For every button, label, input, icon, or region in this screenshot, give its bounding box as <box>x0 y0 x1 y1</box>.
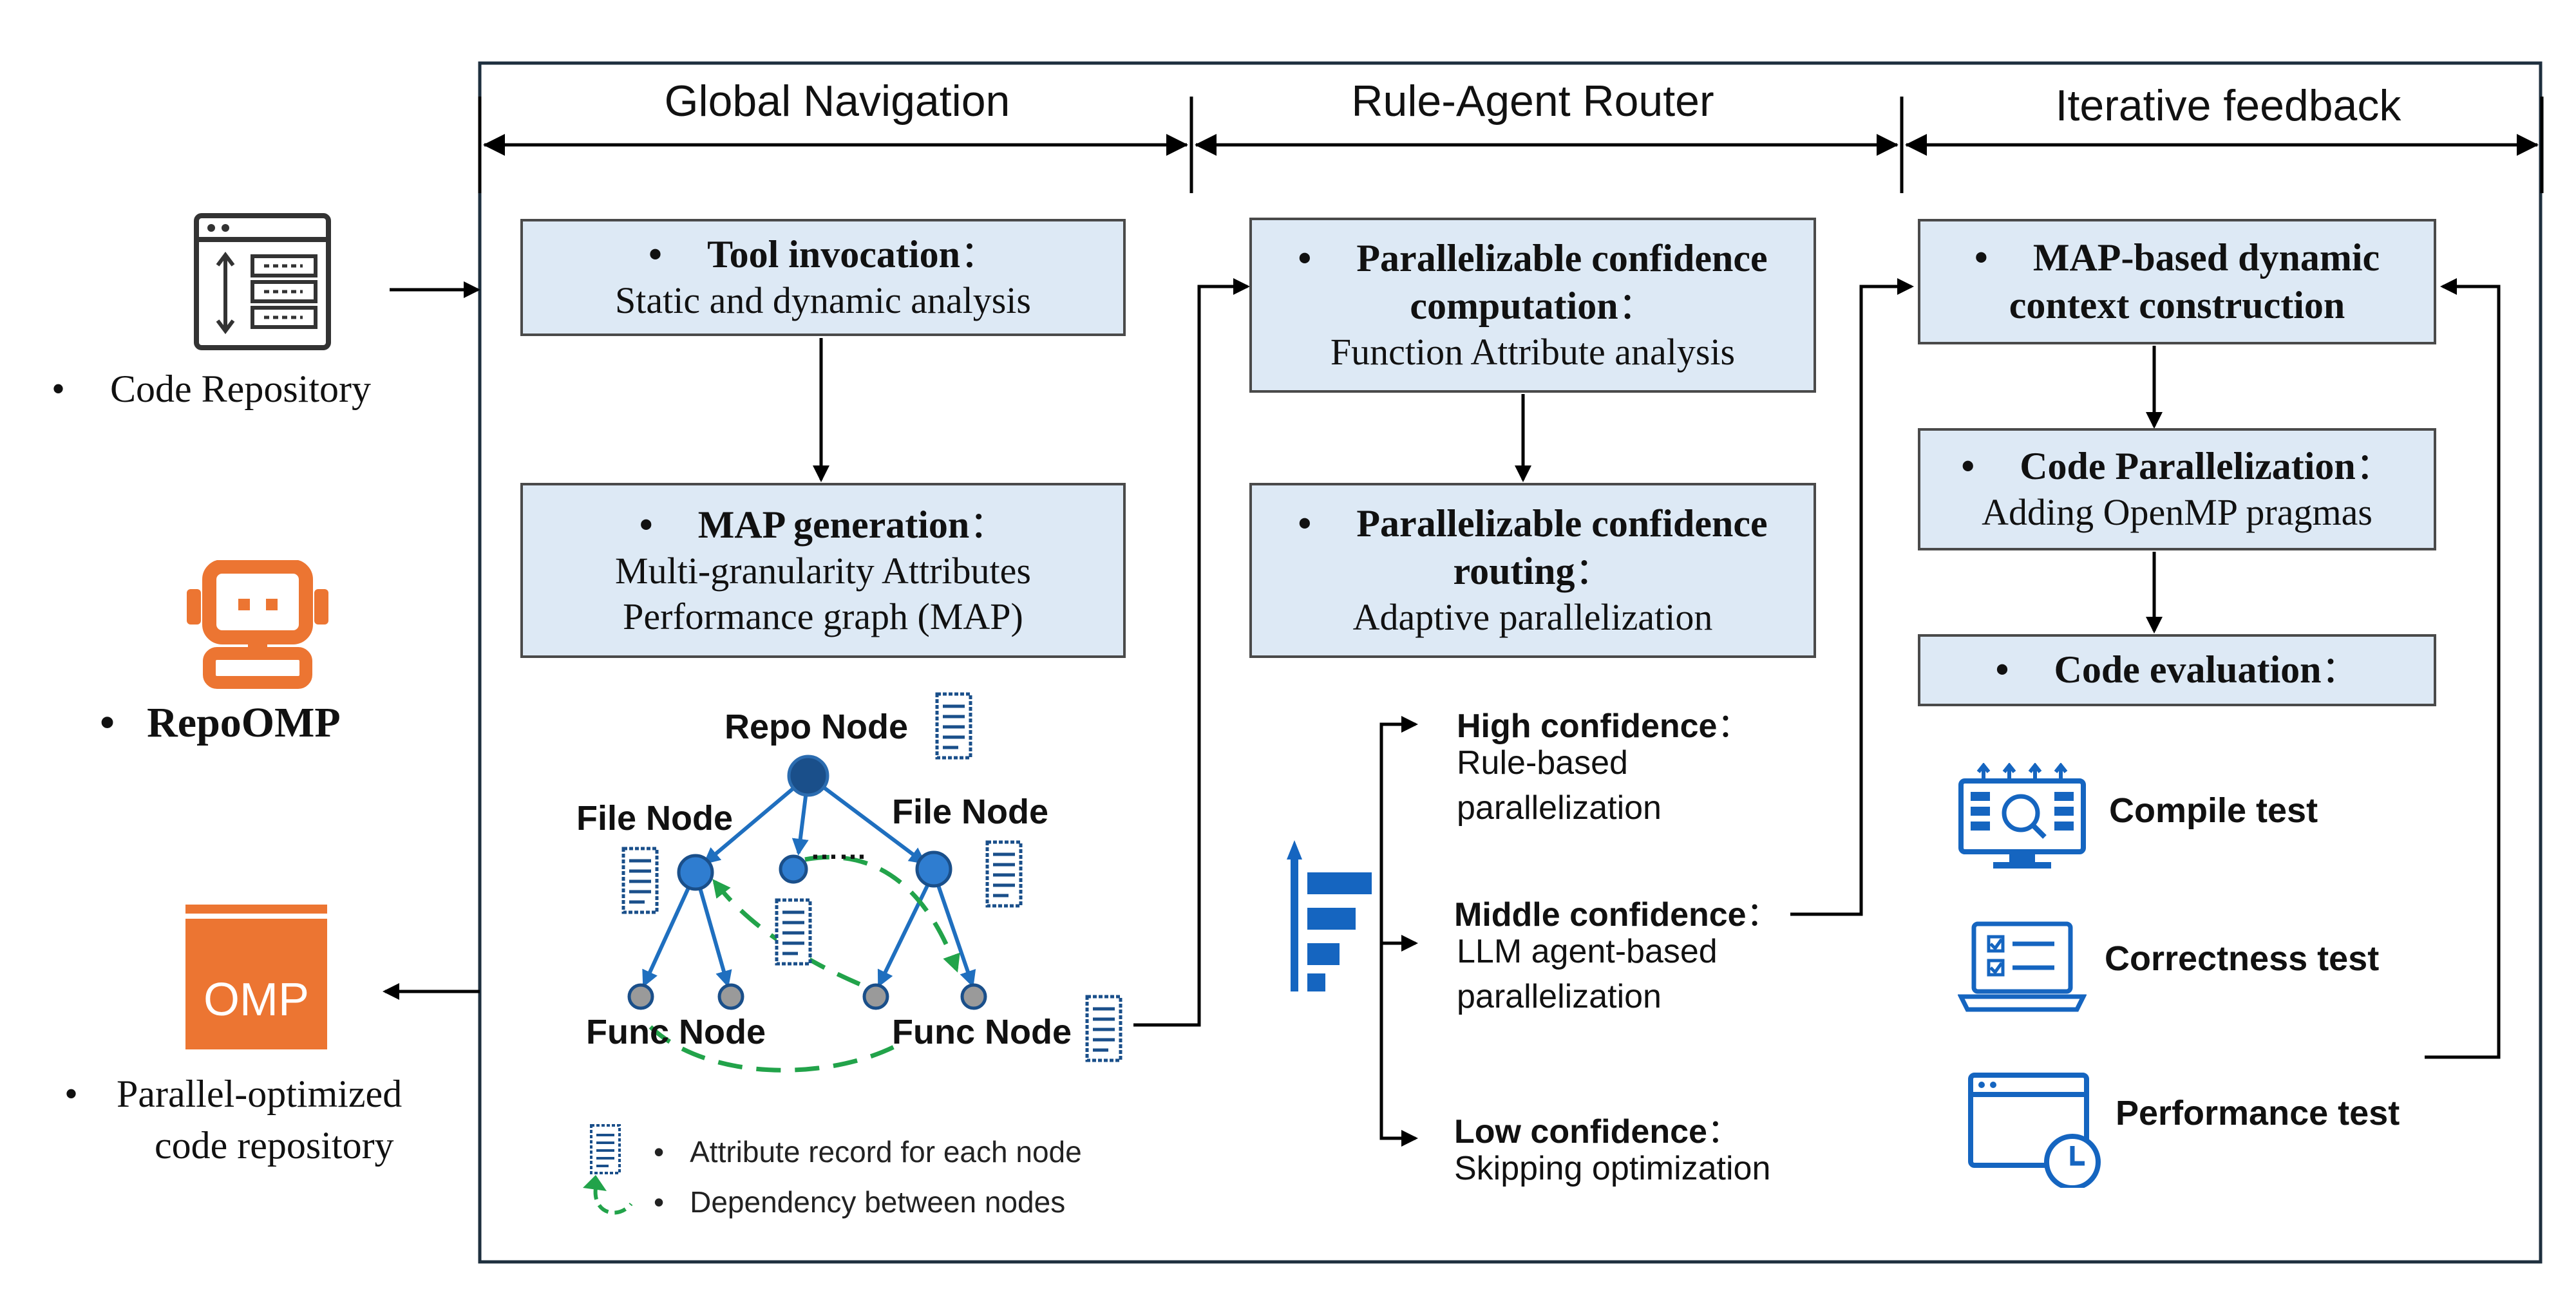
omp-logo: OMP <box>185 905 327 1049</box>
priority-filter-icon <box>1287 840 1372 991</box>
func-node-dot-1 <box>627 983 654 1010</box>
repoomp-label: •RepoOMP <box>100 699 341 746</box>
func-node-label-2: Func Node <box>892 1013 1072 1051</box>
middle-confidence-sub-1: LLM agent-based <box>1457 933 1718 970</box>
code-evaluation-box: •Code evaluation： <box>1918 634 2436 706</box>
file-node-dot-1 <box>677 854 714 891</box>
code-repository-label: •Code Repository <box>52 368 371 410</box>
low-confidence-sub: Skipping optimization <box>1454 1150 1771 1187</box>
file-node-dot-3 <box>915 850 952 888</box>
main-frame <box>478 61 2543 1264</box>
confidence-computation-box: •Parallelizable confidence computation： … <box>1249 218 1816 393</box>
section-title-iterative-feedback: Iterative feedback <box>2055 81 2401 130</box>
low-confidence-title: Low confidence： <box>1454 1113 1741 1150</box>
legend-attribute-record: •Attribute record for each node <box>654 1135 1082 1169</box>
func-node-label-1: Func Node <box>586 1013 766 1051</box>
high-confidence-sub-2: parallelization <box>1457 789 1662 827</box>
performance-test-label: Performance test <box>2116 1094 2400 1132</box>
attribute-record-icon <box>985 840 1023 908</box>
file-node-label-1: File Node <box>576 799 734 838</box>
func-node-dot-4 <box>960 983 987 1010</box>
correctness-test-icon <box>1958 921 2087 1012</box>
func-node-dot-2 <box>717 983 744 1010</box>
section-title-rule-agent-router: Rule-Agent Router <box>1351 77 1714 126</box>
code-repository-icon <box>194 213 331 350</box>
confidence-routing-box: •Parallelizable confidence routing： Adap… <box>1249 483 1816 658</box>
map-context-box: •MAP-based dynamic context construction <box>1918 219 2436 344</box>
high-confidence-sub-1: Rule-based <box>1457 744 1628 782</box>
attribute-record-icon <box>1085 995 1122 1062</box>
file-node-ellipsis: …… <box>810 834 867 865</box>
file-node-dot-2 <box>779 854 808 884</box>
attribute-record-icon <box>621 847 659 914</box>
map-generation-box: •MAP generation： Multi-granularity Attri… <box>520 483 1126 658</box>
parallel-repo-label: •Parallel-optimized <box>64 1073 402 1115</box>
parallel-repo-label-2: code repository <box>155 1124 394 1167</box>
tool-invocation-box: •Tool invocation： Static and dynamic ana… <box>520 219 1126 336</box>
legend-dependency: •Dependency between nodes <box>654 1185 1066 1219</box>
middle-confidence-sub-2: parallelization <box>1457 978 1662 1015</box>
file-node-label-2: File Node <box>892 793 1049 831</box>
compile-test-label: Compile test <box>2109 791 2318 830</box>
attribute-record-icon <box>775 898 812 966</box>
legend-record-icon <box>590 1124 621 1174</box>
performance-test-icon <box>1968 1073 2101 1188</box>
correctness-test-label: Correctness test <box>2105 939 2380 978</box>
repo-node-dot <box>787 755 829 797</box>
code-parallelization-box: •Code Parallelization： Adding OpenMP pra… <box>1918 428 2436 550</box>
repo-node-label: Repo Node <box>724 708 909 746</box>
section-title-global-navigation: Global Navigation <box>664 77 1010 126</box>
compile-test-icon <box>1958 763 2086 869</box>
middle-confidence-title: Middle confidence： <box>1454 896 1780 934</box>
robot-icon <box>187 560 328 689</box>
high-confidence-title: High confidence： <box>1457 708 1751 745</box>
omp-logo-text: OMP <box>203 974 309 1026</box>
attribute-record-icon <box>935 692 972 760</box>
func-node-dot-3 <box>862 983 889 1010</box>
